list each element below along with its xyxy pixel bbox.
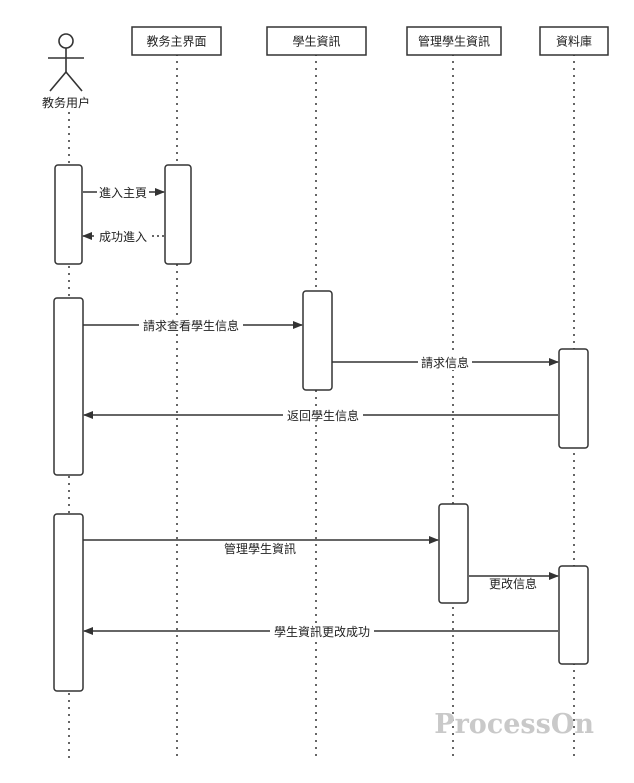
participant-label: 學生資訊 (292, 34, 340, 49)
activation-actor-2 (53, 297, 84, 476)
activation-actor-3 (53, 513, 84, 692)
message-label-change-success: 學生資訊更改成功 (274, 624, 370, 639)
activation-actor-1 (54, 164, 83, 265)
message-label-change-info: 更改信息 (489, 576, 537, 591)
message-label-request-info: 請求信息 (421, 355, 469, 370)
participant-database: 資料庫 (539, 26, 609, 56)
message-label-request-view: 請求查看學生信息 (143, 318, 239, 333)
participant-label: 教务主界面 (146, 34, 206, 49)
actor-icon (48, 33, 84, 92)
message-label-return-info: 返回學生信息 (287, 408, 359, 423)
message-label-enter-home: 進入主頁 (99, 186, 147, 200)
participant-manage-info: 管理學生資訊 (406, 26, 502, 56)
participant-student-info: 學生資訊 (266, 26, 367, 56)
actor-label: 教务用户 (42, 95, 90, 110)
activation-student-info-1 (302, 290, 333, 391)
watermark: ProcessOn (434, 709, 594, 740)
activation-database-1 (558, 348, 589, 449)
message-label-enter-success: 成功進入 (99, 230, 147, 244)
activation-database-2 (558, 565, 589, 665)
participant-label: 資料庫 (556, 35, 592, 49)
activation-manage-info-1 (438, 503, 469, 604)
participant-label: 管理學生資訊 (418, 34, 490, 49)
activation-main-ui-1 (164, 164, 192, 265)
participant-main-ui: 教务主界面 (131, 26, 222, 56)
message-label-manage: 管理學生資訊 (224, 541, 296, 556)
